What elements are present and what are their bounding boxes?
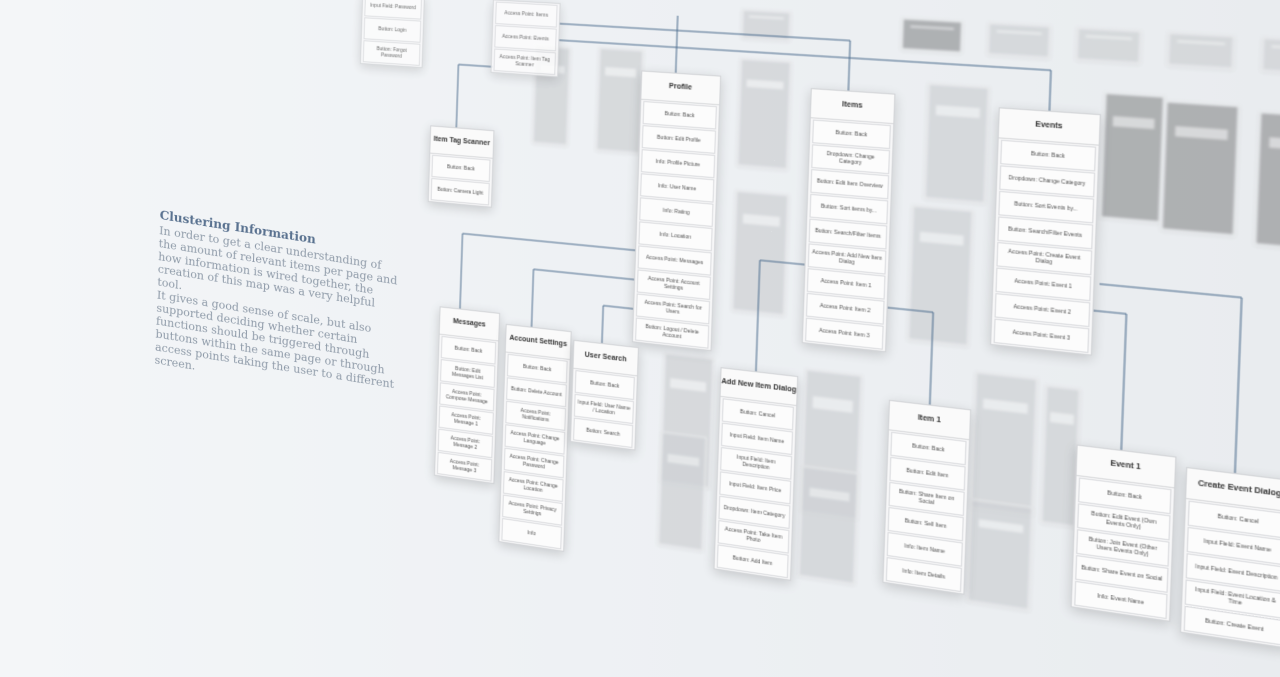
- node-profile: Profile Button: Back Button: Edit Profil…: [631, 70, 722, 352]
- node-item[interactable]: Button: Login: [363, 17, 422, 43]
- node-item[interactable]: Access Point: Item Tag Scanner: [493, 48, 556, 76]
- node-create-event-dialog: Create Event Dialog Button: Cancel Input…: [1179, 466, 1280, 649]
- connector: [756, 260, 760, 373]
- node-messages: Messages Button: Back Button: Edit Messa…: [433, 306, 501, 485]
- connector: [882, 307, 933, 404]
- connector: [456, 64, 458, 130]
- connector: [557, 40, 1051, 111]
- connector: [676, 16, 678, 73]
- connector: [533, 269, 634, 279]
- node-item[interactable]: Access Point: Items: [495, 1, 558, 28]
- node-title: Profile: [641, 71, 721, 106]
- node-login: Input Field: Password Button: Login Butt…: [359, 0, 425, 69]
- node-item[interactable]: Button: Forgot Password: [362, 40, 421, 66]
- node-item[interactable]: Input Field: Password: [364, 0, 422, 20]
- connector: [603, 306, 633, 309]
- connector: [463, 234, 636, 251]
- node-events: Events Button: Back Dropdown: Change Cat…: [989, 107, 1102, 356]
- node-user-search: User Search Button: Back Input Field: Us…: [569, 339, 639, 451]
- node-item-tag-scanner: Item Tag Scanner Button: Back Button: Ca…: [427, 125, 495, 208]
- node-event-1: Event 1 Button: Back Button: Edit Event …: [1070, 444, 1177, 622]
- node-item-1: Item 1 Button: Back Button: Edit Item Bu…: [882, 399, 972, 595]
- node-title: Item Tag Scanner: [430, 126, 494, 159]
- node-title: Items: [810, 89, 895, 125]
- connector: [760, 260, 805, 264]
- node-add-new-item-dialog: Add New Item Dialog Button: Cancel Input…: [713, 367, 799, 581]
- node-items: Items Button: Back Dropdown: Change Cate…: [801, 87, 896, 353]
- node-item[interactable]: Access Point: Events: [494, 25, 557, 52]
- node-item[interactable]: Button: Camera Light: [430, 177, 490, 206]
- node-account-settings: Account Settings Button: Back Button: De…: [498, 323, 572, 552]
- connector: [458, 64, 492, 66]
- node-home: Access Point: Items Access Point: Events…: [490, 0, 561, 78]
- connector: [531, 269, 533, 328]
- connector: [460, 234, 463, 309]
- connector: [602, 306, 603, 345]
